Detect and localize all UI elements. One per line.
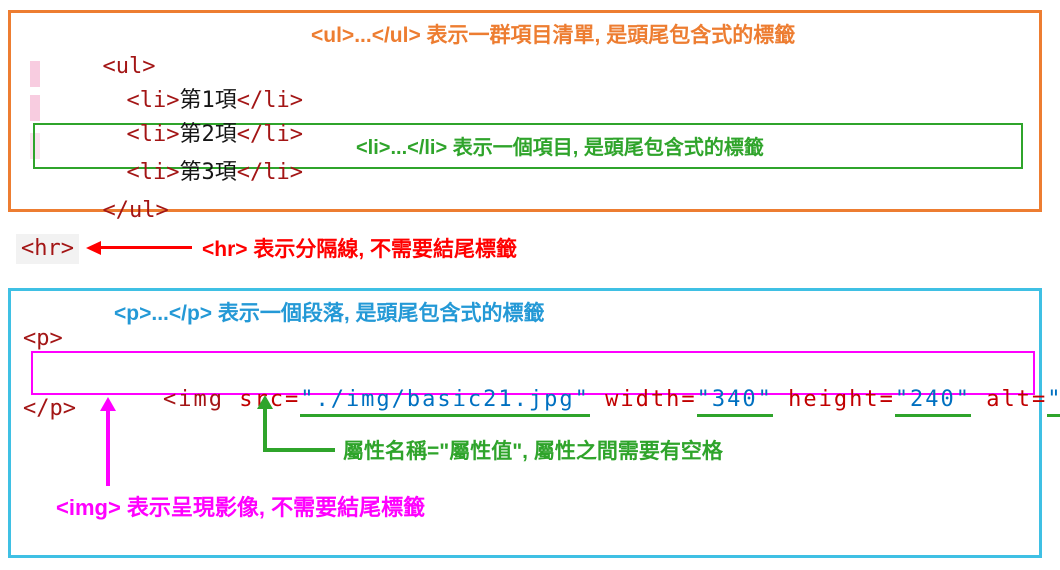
img-open-tag: <img [162, 386, 240, 412]
li-close-tag: </li> [236, 87, 303, 113]
img-annotation: <img> 表示呈現影像, 不需要結尾標籤 [56, 495, 426, 520]
attr-name-width: width [589, 386, 682, 412]
code-line-ul-close: </ul> [23, 169, 169, 252]
attr-value-alt: "" [1047, 386, 1060, 417]
attr-value-height: "240" [894, 386, 972, 417]
attribute-annotation: 屬性名稱="屬性值", 屬性之間需要有空格 [343, 440, 723, 463]
code-line-hr: <hr> [16, 234, 79, 264]
attr-name-height: height [772, 386, 880, 412]
hr-annotation: <hr> 表示分隔線, 不需要結尾標籤 [202, 238, 518, 261]
magenta-arrow-head-icon [100, 397, 116, 411]
code-line-p-close: </p> [23, 396, 76, 421]
editor-highlight-mark [30, 61, 40, 87]
p-annotation: <p>...</p> 表示一個段落, 是頭尾包含式的標籤 [114, 302, 545, 325]
green-arrow-shaft [263, 408, 267, 452]
li-open-tag: <li> [126, 159, 180, 185]
editor-highlight-mark [30, 133, 40, 159]
attr-value-src: "./img/basic21.jpg" [300, 386, 590, 417]
img-highlight-box: <img src="./img/basic21.jpg" width="340"… [31, 351, 1060, 417]
code-line-li-3: <li>第3項</li> [47, 131, 303, 214]
equals-sign: = [879, 386, 895, 412]
red-arrow-shaft [100, 246, 192, 249]
magenta-arrow-shaft [106, 410, 110, 486]
li-text: 第1項 [179, 87, 237, 113]
attr-name-alt: alt [971, 386, 1033, 412]
li-text: 第3項 [179, 159, 237, 185]
li-close-tag: </li> [236, 121, 303, 147]
ul-annotation: <ul>...</ul> 表示一群項目清單, 是頭尾包含式的標籤 [311, 24, 796, 47]
li-annotation: <li>...</li> 表示一個項目, 是頭尾包含式的標籤 [356, 137, 764, 159]
li-open-tag: <li> [126, 121, 180, 147]
p-code-box: <p>...</p> 表示一個段落, 是頭尾包含式的標籤 <p> <img sr… [8, 288, 1060, 558]
li-close-tag: </li> [236, 159, 303, 185]
li-annotation-box [33, 123, 1023, 169]
code-line-li-2: <li>第2項</li> [47, 93, 303, 176]
code-line-li-1: <li>第1項</li> [47, 59, 303, 142]
equals-sign: = [1032, 386, 1048, 412]
equals-sign: = [284, 386, 301, 412]
li-open-tag: <li> [126, 87, 180, 113]
green-arrow-head-icon [257, 395, 273, 409]
equals-sign: = [681, 386, 697, 412]
code-line-ul-open: <ul> [23, 25, 155, 108]
ul-close-tag: </ul> [102, 197, 169, 223]
red-arrow-head-icon [86, 241, 101, 255]
li-text: 第2項 [179, 121, 237, 147]
editor-highlight-mark [30, 95, 40, 121]
attr-value-width: "340" [696, 386, 773, 417]
ul-open-tag: <ul> [102, 53, 156, 79]
green-arrow-horizontal [263, 448, 335, 452]
code-line-img: <img src="./img/basic21.jpg" width="340"… [41, 358, 1060, 441]
ul-code-box: <ul> <li>第1項</li> <li>第2項</li> <li>第3項</… [8, 10, 1042, 223]
code-line-p-open: <p> [23, 326, 63, 351]
